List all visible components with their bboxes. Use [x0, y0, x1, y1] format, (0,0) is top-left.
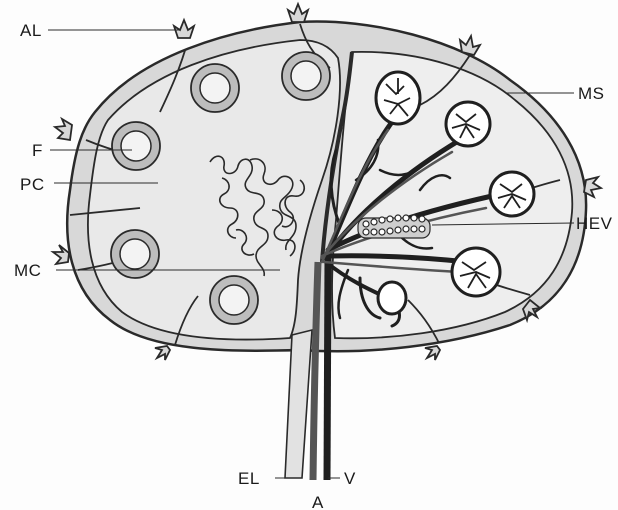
- vein-trunk: [327, 258, 328, 480]
- label-pc: PC: [20, 176, 45, 193]
- label-a: A: [312, 494, 324, 510]
- label-v: V: [344, 470, 356, 487]
- hev-chain: [358, 215, 430, 238]
- label-al: AL: [20, 22, 42, 39]
- efferent-lymphatic: [285, 330, 312, 478]
- label-mc: MC: [14, 262, 41, 279]
- artery-trunk: [313, 262, 318, 480]
- label-ms: MS: [578, 85, 605, 102]
- label-f: F: [32, 142, 43, 159]
- label-hev: HEV: [576, 215, 612, 232]
- label-el: EL: [238, 470, 260, 487]
